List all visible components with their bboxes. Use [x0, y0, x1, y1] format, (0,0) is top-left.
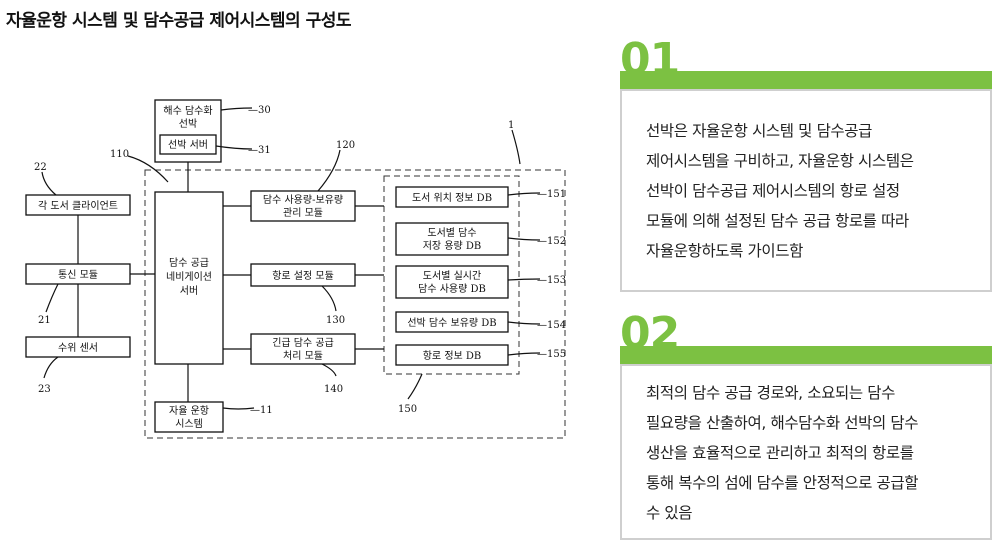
- usage-module-block: [250, 190, 356, 222]
- card-02-line-2: 필요량을 산출하여, 해수담수화 선박의 담수: [646, 414, 919, 432]
- comm-module-label: 통신 모듈: [58, 269, 98, 281]
- nav-server-block: [154, 191, 224, 365]
- db-realtime-usage: [395, 265, 509, 299]
- ship-label-1: 해수 담수화: [163, 104, 212, 117]
- usage-module-label-2: 관리 모듈: [283, 207, 323, 219]
- card-01-line-1: 선박은 자율운항 시스템 및 담수공급: [646, 122, 873, 140]
- card-01: 01 선박은 자율운항 시스템 및 담수공급 제어시스템을 구비하고, 자율운항…: [620, 38, 992, 294]
- card-02-line-1: 최적의 담수 공급 경로와, 소요되는 담수: [646, 384, 895, 402]
- ref-151: —151: [537, 189, 566, 200]
- ref-130: 130: [326, 315, 345, 326]
- card-02-line-5: 수 있음: [646, 504, 693, 522]
- connector-lines: [77, 162, 384, 402]
- db-island-location: [395, 186, 509, 208]
- ref-23: 23: [38, 384, 51, 395]
- ref-21: 21: [38, 315, 51, 326]
- db-route-info-label: 항로 정보 DB: [423, 350, 482, 362]
- nav-server-label-1: 담수 공급: [169, 257, 209, 269]
- db-storage-capacity-label-1: 도서별 담수: [427, 227, 476, 239]
- autonomous-label-1: 자율 운항: [169, 405, 209, 417]
- card-02-line-4: 통해 복수의 섬에 담수를 안정적으로 공급할: [646, 474, 919, 492]
- usage-module-label-1: 담수 사용량-보유량: [263, 194, 343, 206]
- autonomous-label-2: 시스템: [175, 418, 203, 430]
- card-02-box: [620, 364, 992, 540]
- card-02-number: 02: [620, 308, 680, 359]
- card-01-line-4: 모듈에 의해 설정된 담수 공급 항로를 따라: [646, 212, 909, 230]
- nav-server-label-2: 네비게이션: [166, 271, 212, 283]
- db-ship-holdings-label: 선박 담수 보유량 DB: [407, 317, 496, 329]
- ref-155: —155: [537, 349, 566, 360]
- route-module-label: 항로 설정 모듈: [272, 270, 334, 282]
- card-01-line-2: 제어시스템을 구비하고, 자율운항 시스템은: [646, 152, 914, 170]
- ref-110: 110: [110, 149, 129, 160]
- autonomous-system-block: [154, 401, 224, 433]
- card-02-line-3: 생산을 효율적으로 관리하고 최적의 항로를: [646, 444, 914, 462]
- card-01-line-5: 자율운항하도록 가이드함: [646, 242, 803, 260]
- nav-server-label-3: 서버: [180, 285, 198, 297]
- card-02: 02 최적의 담수 공급 경로와, 소요되는 담수 필요량을 산출하여, 해수담…: [620, 312, 992, 540]
- system-diagram: 해수 담수화 선박 선박 서버 각 도서 클라이언트 통신 모듈 수위 센서 담…: [25, 99, 566, 439]
- ref-120: 120: [336, 140, 355, 151]
- ship-server-block: [159, 134, 217, 155]
- db-realtime-usage-label-2: 담수 사용량 DB: [418, 283, 486, 295]
- db-group-boundary: [383, 175, 520, 375]
- island-client-label: 각 도서 클라이언트: [38, 200, 118, 212]
- ref-1: 1: [508, 120, 514, 131]
- db-storage-capacity: [395, 222, 509, 256]
- emergency-module-label-1: 긴급 담수 공급: [272, 337, 334, 349]
- card-01-number: 01: [620, 34, 680, 85]
- water-sensor-label: 수위 센서: [58, 341, 98, 354]
- ref-11: —11: [250, 405, 273, 416]
- db-island-location-label: 도서 위치 정보 DB: [412, 191, 492, 204]
- emergency-module-label-2: 처리 모듈: [283, 350, 323, 362]
- ref-30: —30: [248, 105, 271, 116]
- card-02-accent-bar: [620, 346, 992, 364]
- card-02-text: 최적의 담수 공급 경로와, 소요되는 담수 필요량을 산출하여, 해수담수화 …: [646, 378, 986, 528]
- card-01-box: [620, 89, 992, 292]
- ref-140: 140: [324, 384, 343, 395]
- ref-152: —152: [537, 236, 566, 247]
- card-01-line-3: 선박이 담수공급 제어시스템의 항로 설정: [646, 182, 900, 200]
- ref-22: 22: [34, 162, 47, 173]
- ship-server-label: 선박 서버: [168, 139, 208, 151]
- page-title: 자율운항 시스템 및 담수공급 제어시스템의 구성도: [6, 11, 352, 31]
- db-realtime-usage-label-1: 도서별 실시간: [423, 270, 481, 282]
- ref-153: —153: [537, 275, 566, 286]
- ref-154: —154: [537, 320, 566, 331]
- card-01-text: 선박은 자율운항 시스템 및 담수공급 제어시스템을 구비하고, 자율운항 시스…: [646, 116, 986, 266]
- ref-150: 150: [398, 404, 417, 415]
- system-boundary: [144, 169, 566, 439]
- ship-label-2: 선박: [179, 118, 197, 130]
- ref-31: —31: [248, 145, 271, 156]
- leader-lines: [41, 107, 541, 410]
- card-01-accent-bar: [620, 71, 992, 89]
- db-storage-capacity-label-2: 저장 용량 DB: [423, 240, 482, 252]
